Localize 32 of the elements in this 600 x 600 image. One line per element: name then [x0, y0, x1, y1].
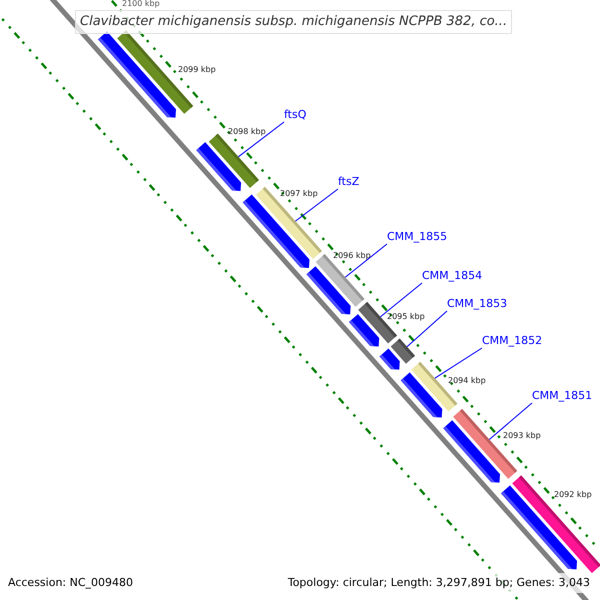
gene-label: ftsZ	[338, 175, 360, 189]
scale-label: 2095 kbp	[387, 312, 425, 322]
scale-label: 2096 kbp	[333, 251, 371, 261]
accession-text: Accession: NC_009480	[8, 575, 134, 591]
pointed-gene-bar	[348, 314, 380, 346]
scale-label: 2098 kbp	[228, 127, 266, 137]
scale-label: 2093 kbp	[503, 431, 541, 441]
scale-label: 2100 kbp	[122, 0, 160, 9]
leader-line	[380, 282, 422, 318]
scale-label: 2094 kbp	[448, 376, 486, 386]
gene-label: ftsQ	[284, 108, 306, 122]
scale-label: 2092 kbp	[554, 490, 592, 500]
scale-label: 2097 kbp	[280, 189, 318, 199]
leader-line	[344, 244, 388, 278]
leader-line	[406, 310, 448, 348]
pointed-gene-bar	[501, 485, 578, 570]
leader-line	[294, 188, 338, 222]
scale-label: 2099 kbp	[178, 65, 216, 75]
gene-label: CMM_1852	[482, 334, 542, 348]
gene-label: CMM_1853	[447, 297, 508, 311]
gene-label: CMM_1854	[422, 269, 482, 283]
pointed-gene-bar	[380, 348, 400, 370]
gene-label: CMM_1855	[387, 230, 448, 244]
leader-line	[434, 348, 482, 379]
gene-label: CMM_1851	[532, 389, 592, 403]
pointed-gene-bar	[443, 420, 500, 483]
leader-line	[238, 122, 284, 158]
leader-line	[488, 402, 532, 440]
pointed-gene-bar	[306, 266, 351, 314]
title: Clavibacter michiganensis subsp. michiganensis NCPPB 382, co...	[75, 10, 512, 34]
pointed-gene-bar	[400, 372, 442, 418]
pointed-gene-bar	[196, 142, 242, 191]
